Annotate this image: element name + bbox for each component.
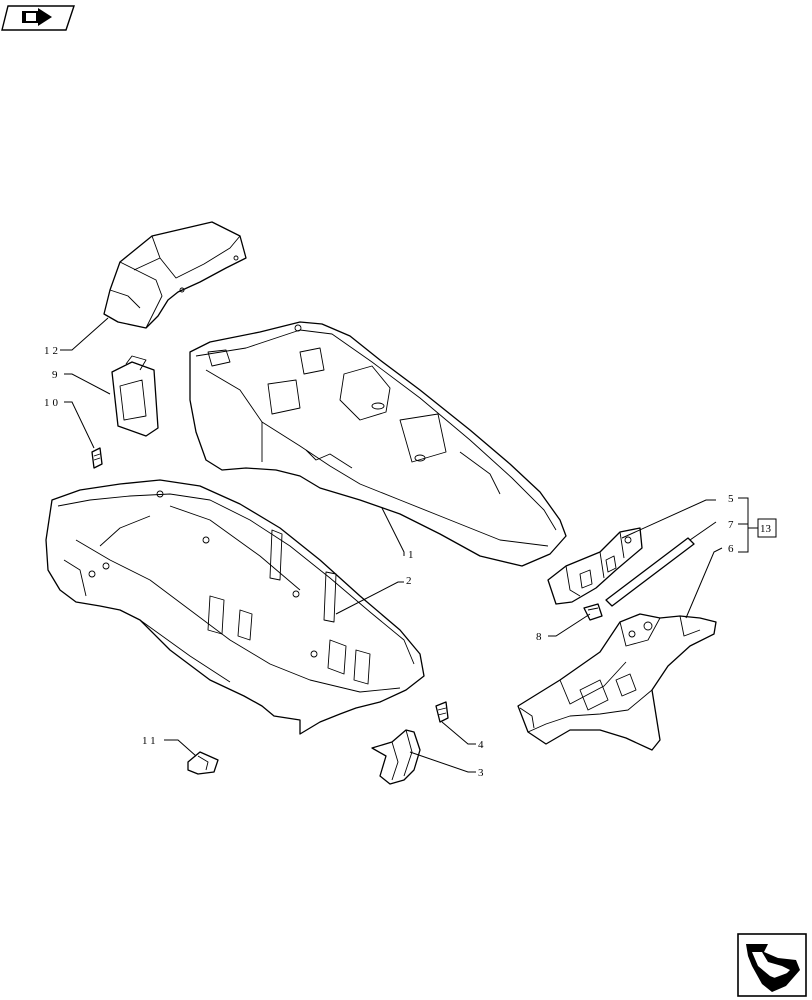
part-3-bracket xyxy=(371,729,421,785)
part-2-lower-base xyxy=(45,479,425,735)
callout-2: 2 xyxy=(406,575,415,587)
callout-7: 7 xyxy=(728,519,737,531)
leader-lines xyxy=(60,317,758,773)
callout-3: 3 xyxy=(478,767,487,779)
callout-5: 5 xyxy=(728,493,737,505)
part-1-console-housing xyxy=(189,321,567,567)
callout-10: 10 xyxy=(44,397,61,409)
callout-6: 6 xyxy=(728,543,737,555)
part-6-support-bracket xyxy=(517,613,717,751)
callout-labels: 12 9 10 1 2 11 4 3 5 7 6 8 13 xyxy=(44,345,777,779)
callout-13-box xyxy=(757,518,777,538)
callout-4: 4 xyxy=(478,739,487,751)
part-12-upper-cover xyxy=(103,221,247,329)
part-11-clip xyxy=(187,751,219,775)
callout-11: 11 xyxy=(142,735,159,747)
part-8-screw xyxy=(583,603,603,621)
callout-1: 1 xyxy=(408,549,417,561)
next-page-arrow-icon[interactable] xyxy=(737,933,807,997)
callout-8: 8 xyxy=(536,631,545,643)
book-arrow-icon[interactable] xyxy=(1,5,75,31)
part-9-bezel xyxy=(111,355,159,437)
callout-13: 13 xyxy=(760,523,772,535)
part-5-connector-block xyxy=(547,527,643,605)
part-7-rod xyxy=(605,537,695,607)
part-4-screw xyxy=(435,701,449,723)
callout-12: 12 xyxy=(44,345,61,357)
callout-9: 9 xyxy=(52,369,61,381)
part-10-screw xyxy=(91,447,103,469)
